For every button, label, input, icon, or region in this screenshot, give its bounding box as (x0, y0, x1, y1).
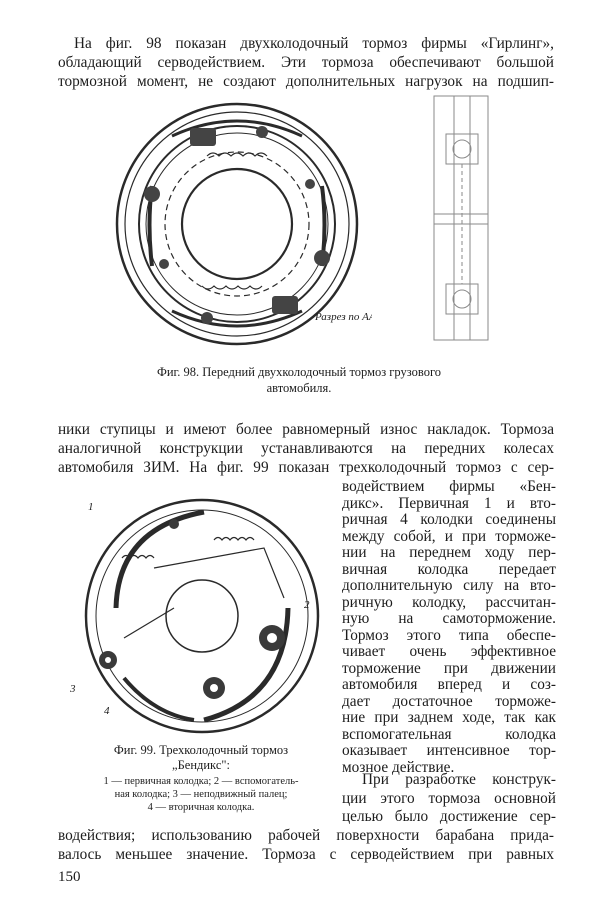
text-line: При разработке конструк- (362, 771, 556, 788)
figure-99-brake-drawing: 1 2 3 4 (69, 498, 320, 734)
text-line: нии на переднем ходу пер- (342, 544, 556, 561)
figure-98-section-view (433, 95, 489, 341)
text-line: ники ступицы и имеют более равномерный и… (58, 421, 554, 438)
text-line: дикс». Первичная 1 и вто- (342, 494, 556, 512)
page-number: 150 (58, 869, 81, 885)
label-3: 3 (69, 683, 76, 695)
text-line: тормозной момент, не создают дополнитель… (58, 73, 554, 90)
text-line: аналогичной конструкции устанавливаются … (58, 440, 554, 457)
text-line: целью было достижение сер- (342, 808, 556, 825)
text-line: водействием фирмы «Бен- (342, 478, 556, 495)
label-4: 4 (104, 705, 110, 717)
label-1: 1 (88, 501, 94, 513)
text-line: дополнительную силу на вто- (342, 577, 556, 594)
figure-99-legend: 4 — вторичная колодка. (147, 802, 255, 813)
figure-98-brake-drawing: Разрез по АА (115, 102, 372, 346)
figure-99-caption-cont: „Бендикс": (172, 758, 230, 772)
text-line: ную на самоторможение. (342, 610, 556, 627)
text-line: торможение при движении (342, 659, 556, 677)
text-line: На фиг. 98 показан двухколодочный тормоз… (74, 35, 554, 52)
text-line: водействия; использованию рабочей поверх… (58, 827, 554, 844)
text-line: автомобиля ЗИМ. На фиг. 99 показан трехк… (58, 459, 554, 476)
figure-99-legend: 1 — первичная колодка; 2 — вспомогатель- (103, 776, 299, 787)
label-2: 2 (304, 599, 310, 611)
figure-99-caption: Фиг. 99. Трехколодочный тормоз (113, 743, 289, 757)
text-line: ции этого тормоза основной (342, 790, 556, 807)
text-line: оказывает интенсивное тор- (342, 742, 556, 759)
text-line: чивает очень эффективное (342, 643, 556, 660)
text-line: дает достаточное торможе- (342, 692, 556, 710)
text-line: мозное действие. (342, 758, 455, 776)
figure-98-caption-cont: автомобиля. (266, 381, 332, 395)
text-line: между собой, и при торможе- (342, 527, 556, 545)
text-line: вспомогательная колодка (342, 725, 556, 743)
text-line: ричная 4 колодки соединены (342, 511, 556, 528)
text-line: валось меньшее значение. Тормоза с серво… (58, 846, 554, 863)
text-line: обладающий серводействием. Эти тормоза о… (58, 54, 554, 71)
text-line: автомобиля вперед и соз- (342, 676, 556, 693)
text-line: вичная колодка передает (342, 560, 556, 578)
text-line: ричную колодку, рассчитан- (342, 593, 556, 611)
figure-98-caption: Фиг. 98. Передний двухколодочный тормоз … (156, 365, 442, 379)
figure-99-legend: ная колодка; 3 — неподвижный палец; (114, 789, 288, 800)
text-line: Тормоз этого типа обеспе- (342, 626, 556, 644)
section-label: Разрез по АА (314, 311, 372, 323)
text-line: ние при заднем ходе, так как (342, 709, 556, 726)
